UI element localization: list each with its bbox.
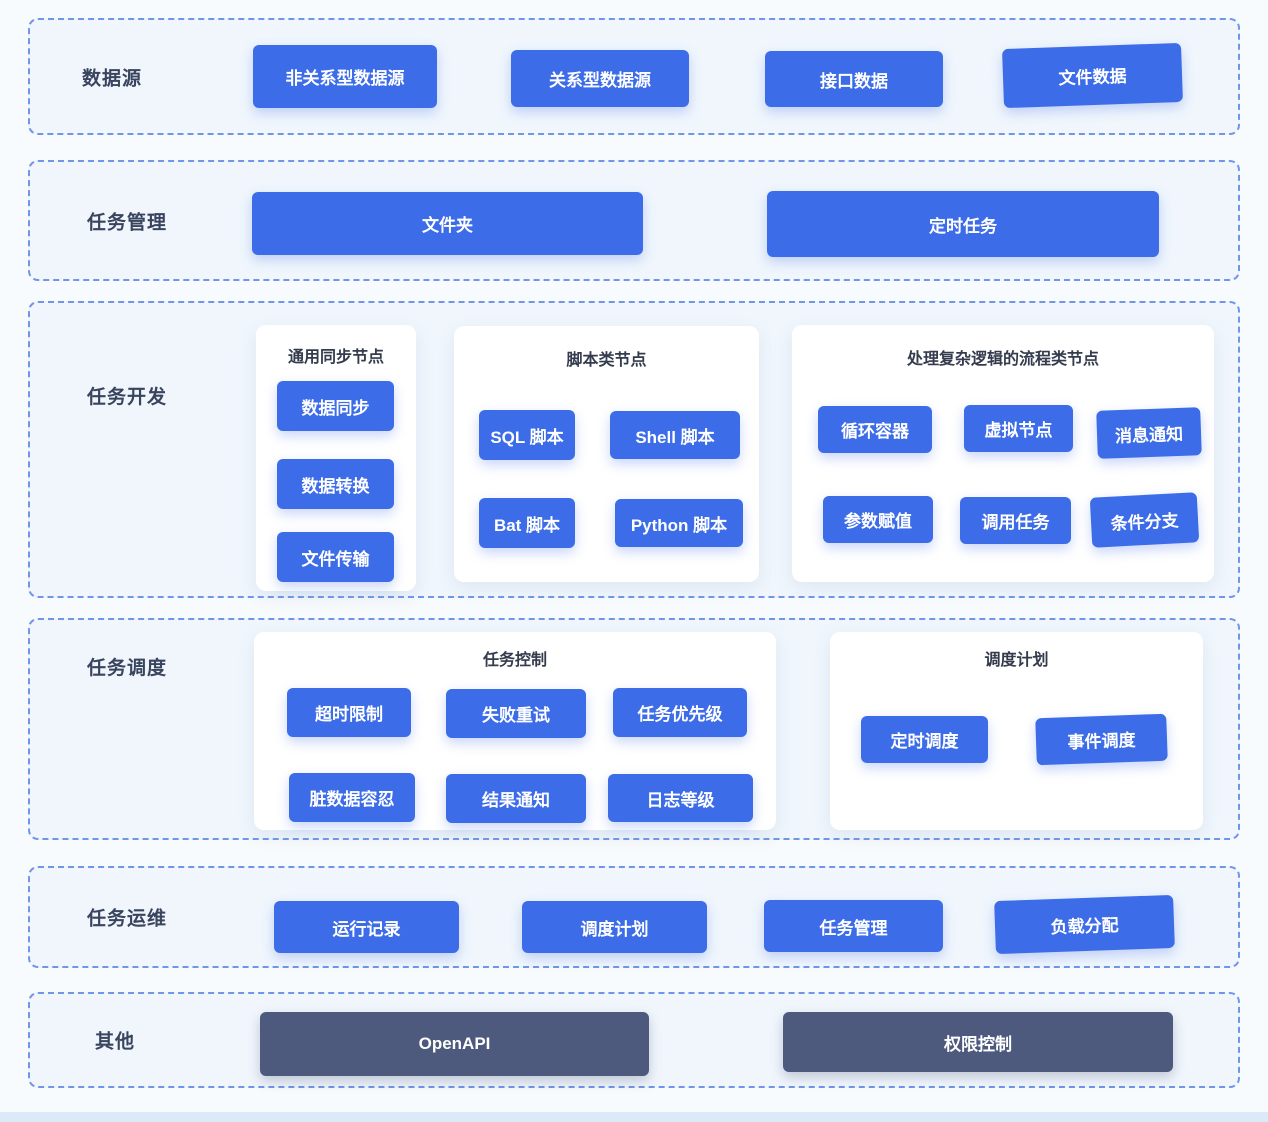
card-sync-nodes: 通用同步节点 数据同步 数据转换 文件传输	[256, 325, 416, 591]
node-timeout-limit[interactable]: 超时限制	[287, 688, 411, 737]
node-log-level[interactable]: 日志等级	[608, 774, 753, 822]
node-loop-container[interactable]: 循环容器	[818, 406, 932, 453]
node-data-sync[interactable]: 数据同步	[277, 381, 394, 431]
section-label-task-scheduling: 任务调度	[87, 658, 168, 679]
node-load-balancing[interactable]: 负载分配	[994, 894, 1175, 955]
card-script-nodes: 脚本类节点 SQL 脚本 Shell 脚本 Bat 脚本 Python 脚本	[454, 326, 759, 582]
node-timed-schedule[interactable]: 定时调度	[861, 716, 988, 763]
node-schedule-plan[interactable]: 调度计划	[522, 901, 707, 953]
node-scheduled-task[interactable]: 定时任务	[767, 191, 1159, 257]
node-result-notify[interactable]: 结果通知	[446, 774, 586, 823]
section-task-ops: 任务运维 运行记录 调度计划 任务管理 负载分配	[28, 866, 1240, 968]
node-data-transform[interactable]: 数据转换	[277, 459, 394, 509]
node-message-notify[interactable]: 消息通知	[1096, 407, 1202, 459]
section-other: 其他 OpenAPI 权限控制	[28, 992, 1240, 1088]
node-param-assign[interactable]: 参数赋值	[823, 496, 933, 543]
node-python-script[interactable]: Python 脚本	[615, 499, 743, 547]
node-openapi[interactable]: OpenAPI	[260, 1012, 649, 1076]
card-title-flow-nodes: 处理复杂逻辑的流程类节点	[906, 351, 1099, 368]
node-shell-script[interactable]: Shell 脚本	[610, 411, 740, 459]
node-event-schedule[interactable]: 事件调度	[1035, 713, 1168, 766]
node-call-task[interactable]: 调用任务	[960, 497, 1071, 544]
node-virtual-node[interactable]: 虚拟节点	[964, 405, 1073, 452]
section-task-management: 任务管理 文件夹 定时任务	[28, 160, 1240, 281]
node-retry-on-fail[interactable]: 失败重试	[446, 689, 586, 738]
section-label-task-management: 任务管理	[87, 212, 168, 233]
card-title-script-nodes: 脚本类节点	[566, 352, 647, 369]
card-title-sync-nodes: 通用同步节点	[287, 349, 384, 366]
card-task-control: 任务控制 超时限制 失败重试 任务优先级 脏数据容忍 结果通知 日志等级	[254, 632, 776, 830]
section-task-development: 任务开发 通用同步节点 数据同步 数据转换 文件传输 脚本类节点 SQL 脚本 …	[28, 301, 1240, 598]
section-data-sources: 数据源 非关系型数据源 关系型数据源 接口数据 文件数据	[28, 18, 1240, 135]
card-title-schedule-plan: 调度计划	[984, 652, 1049, 669]
node-relational-datasource[interactable]: 关系型数据源	[511, 50, 689, 107]
section-task-scheduling: 任务调度 任务控制 超时限制 失败重试 任务优先级 脏数据容忍 结果通知 日志等…	[28, 618, 1240, 840]
node-nonrelational-datasource[interactable]: 非关系型数据源	[253, 45, 437, 108]
node-run-records[interactable]: 运行记录	[274, 901, 459, 953]
section-label-data-sources: 数据源	[82, 68, 143, 89]
node-dirty-data-tolerance[interactable]: 脏数据容忍	[289, 773, 415, 822]
section-label-other: 其他	[95, 1031, 136, 1053]
node-task-management[interactable]: 任务管理	[764, 900, 943, 952]
bottom-accent-strip	[0, 1112, 1268, 1122]
node-condition-branch[interactable]: 条件分支	[1089, 492, 1200, 548]
node-sql-script[interactable]: SQL 脚本	[479, 410, 575, 460]
card-title-task-control: 任务控制	[482, 652, 547, 669]
node-task-priority[interactable]: 任务优先级	[613, 688, 747, 737]
node-permission-control[interactable]: 权限控制	[783, 1012, 1173, 1072]
node-file-transfer[interactable]: 文件传输	[277, 532, 394, 582]
node-folder[interactable]: 文件夹	[252, 192, 643, 255]
node-api-data[interactable]: 接口数据	[765, 51, 943, 107]
card-schedule-plan: 调度计划 定时调度 事件调度	[830, 632, 1203, 830]
node-file-data[interactable]: 文件数据	[1002, 42, 1183, 109]
section-label-task-development: 任务开发	[87, 387, 168, 408]
node-bat-script[interactable]: Bat 脚本	[479, 498, 575, 548]
card-flow-nodes: 处理复杂逻辑的流程类节点 循环容器 虚拟节点 消息通知 参数赋值 调用任务 条件…	[792, 325, 1214, 582]
section-label-task-ops: 任务运维	[87, 908, 168, 930]
